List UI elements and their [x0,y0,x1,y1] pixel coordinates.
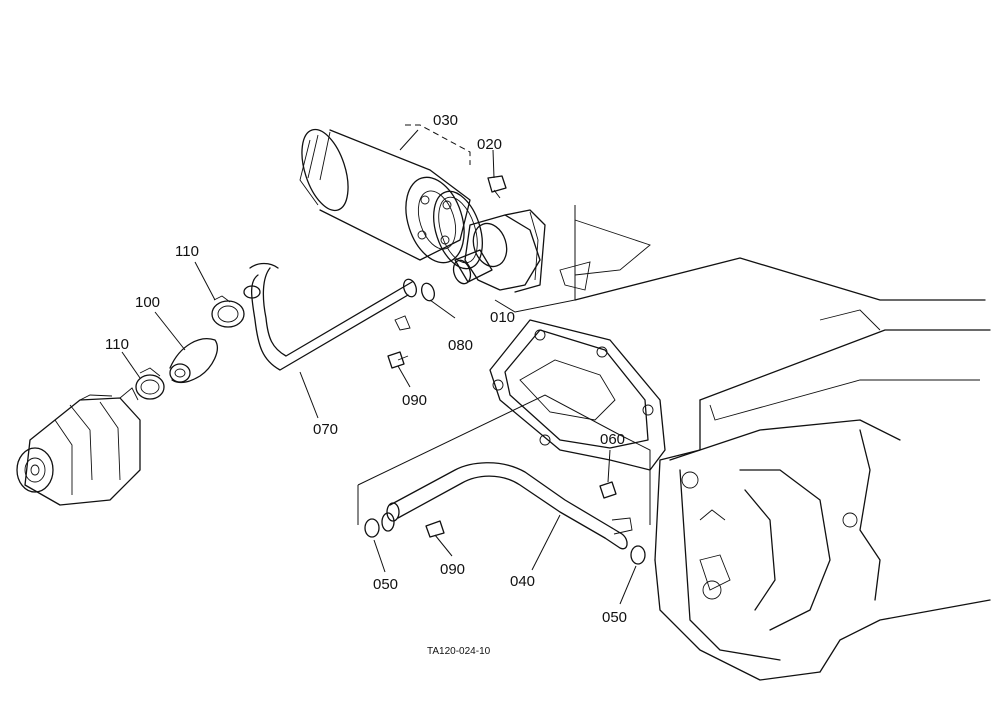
hose-100 [169,338,218,384]
leader-lines [121,129,637,605]
pipe-070 [243,262,417,371]
label-070: 070 [313,421,338,438]
clamp-110-upper [211,295,245,328]
label-050-right: 050 [602,609,627,626]
label-030: 030 [433,112,458,129]
label-090-upper: 090 [402,392,427,409]
o-ring-080 [421,282,435,302]
bolt-090-lower [425,520,445,538]
transmission-housing [574,257,991,681]
clamp-110-lower [135,367,165,400]
bracket-040-right [619,434,651,525]
oil-filter [299,128,471,264]
label-020: 020 [477,136,502,153]
label-080: 080 [448,337,473,354]
filter-head [452,209,546,293]
label-100: 100 [135,294,160,311]
bracket-010 [494,205,576,313]
o-ring-050-left [364,512,395,538]
o-ring-050-right [630,545,646,565]
label-050-left: 050 [373,576,398,593]
label-060: 060 [600,431,625,448]
label-110-upper: 110 [175,243,199,260]
drawing-code: TA120-024-10 [427,646,491,657]
flange-plate [489,219,666,471]
pipe-040 [386,462,633,550]
bolt-090-upper [387,351,409,369]
label-090-lower: 090 [440,561,465,578]
hydraulic-pump [16,387,141,506]
label-040: 040 [510,573,535,590]
bolt-060 [599,481,617,499]
bracket-040 [357,394,621,525]
label-110-lower: 110 [105,336,129,353]
label-010: 010 [490,309,515,326]
bracket-030 [405,124,471,165]
bolt-020 [487,175,507,199]
